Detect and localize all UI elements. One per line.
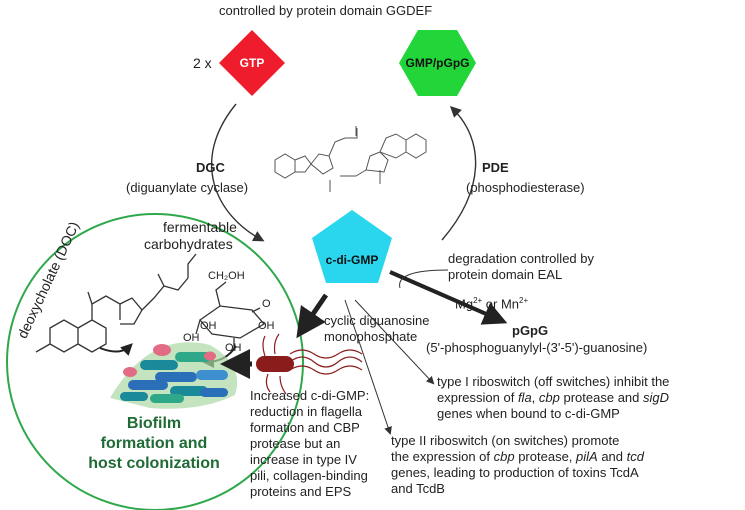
cdigmp-label: c-di-GMP [325,253,379,267]
dgc-full: (diguanylate cyclase) [126,180,249,195]
riboswitch1-line1: type I riboswitch (off switches) inhibit… [437,374,670,389]
biofilm-title-line3: host colonization [88,455,220,472]
cyclic-line2: monophosphate [324,329,418,344]
mn-charge: 2+ [519,296,529,305]
dgc-name: DGC [196,160,225,175]
c-di-gmp-structure [274,126,427,192]
metals-label: Mg2+ or Mn2+ [455,293,528,312]
pde-arrow [441,106,477,241]
riboswitch2-line3: genes, leading to production of toxins T… [391,465,639,480]
biofilm-title-line1: Biofilm [126,415,182,432]
biofilm-cluster [110,342,238,409]
header-text: controlled by protein domain GGDEF [219,3,433,18]
riboswitch1-line3: genes when bound to c-di-GMP [437,406,620,421]
cdigmp-node [312,210,392,283]
riboswitch2-line1: type II riboswitch (on switches) promote [391,433,620,448]
mg-charge: 2+ [473,296,483,305]
increased-line4: protease but an [250,436,341,451]
riboswitch2-arrow [344,299,392,435]
increased-line6: pili, collagen-binding [250,468,368,483]
riboswitch2-line2: the expression of cbp protease, pilA and… [391,449,644,464]
biofilm-circle [6,213,304,510]
degradation-line1: degradation controlled by [448,251,594,266]
mn-text: or Mn [482,296,520,312]
degradation-curve [399,269,449,289]
sugar-oh-1: OH [183,332,200,344]
pde-name: PDE [482,160,509,175]
mg-text: Mg [455,296,474,312]
gtp-label: GTP [239,56,265,70]
bacterium [256,333,363,395]
gtp-node [219,30,285,96]
deoxycholate-structure [35,253,197,353]
fermentable-line1: fermentable [163,219,237,235]
fermentable-line2: carbohydrates [144,236,233,252]
gmp-node [399,30,476,96]
increased-line3: formation and CBP [250,420,360,435]
sugar-structure [195,281,266,348]
sugar-o: O [262,298,271,310]
degradation-line2: protein domain EAL [448,267,563,282]
increased-line2: reduction in flagella [250,404,363,419]
pde-full: (phosphodiesterase) [466,180,585,195]
sugar-oh-3: OH [225,342,242,354]
cdigmp-to-bacterium-arrow [296,293,329,339]
gmp-label: GMP/pGpG [405,56,470,70]
sugar-oh-2: OH [200,320,217,332]
sugar-oh-4: OH [258,320,275,332]
cyclic-line1: cyclic diguanosine [324,313,430,328]
riboswitch1-line2: expression of fla, cbp protease and sigD [437,390,670,405]
pgpg-full: (5'-phosphoguanylyl-(3'-5')-guanosine) [426,340,648,355]
pgpg-name: pGpG [512,323,549,338]
riboswitch1-arrow [354,299,435,385]
biofilm-title-line2: formation and [100,435,208,452]
cdigmp-to-pgpg-arrow [389,270,508,325]
increased-line7: proteins and EPS [250,484,352,499]
multiplier-label: 2 x [193,55,212,71]
increased-line1: Increased c-di-GMP: [250,388,370,403]
sugar-ch2oh: CH₂OH [208,270,245,282]
increased-line5: increase in type IV [250,452,357,467]
riboswitch2-line4: and TcdB [391,481,445,496]
dgc-arrow [210,103,265,242]
